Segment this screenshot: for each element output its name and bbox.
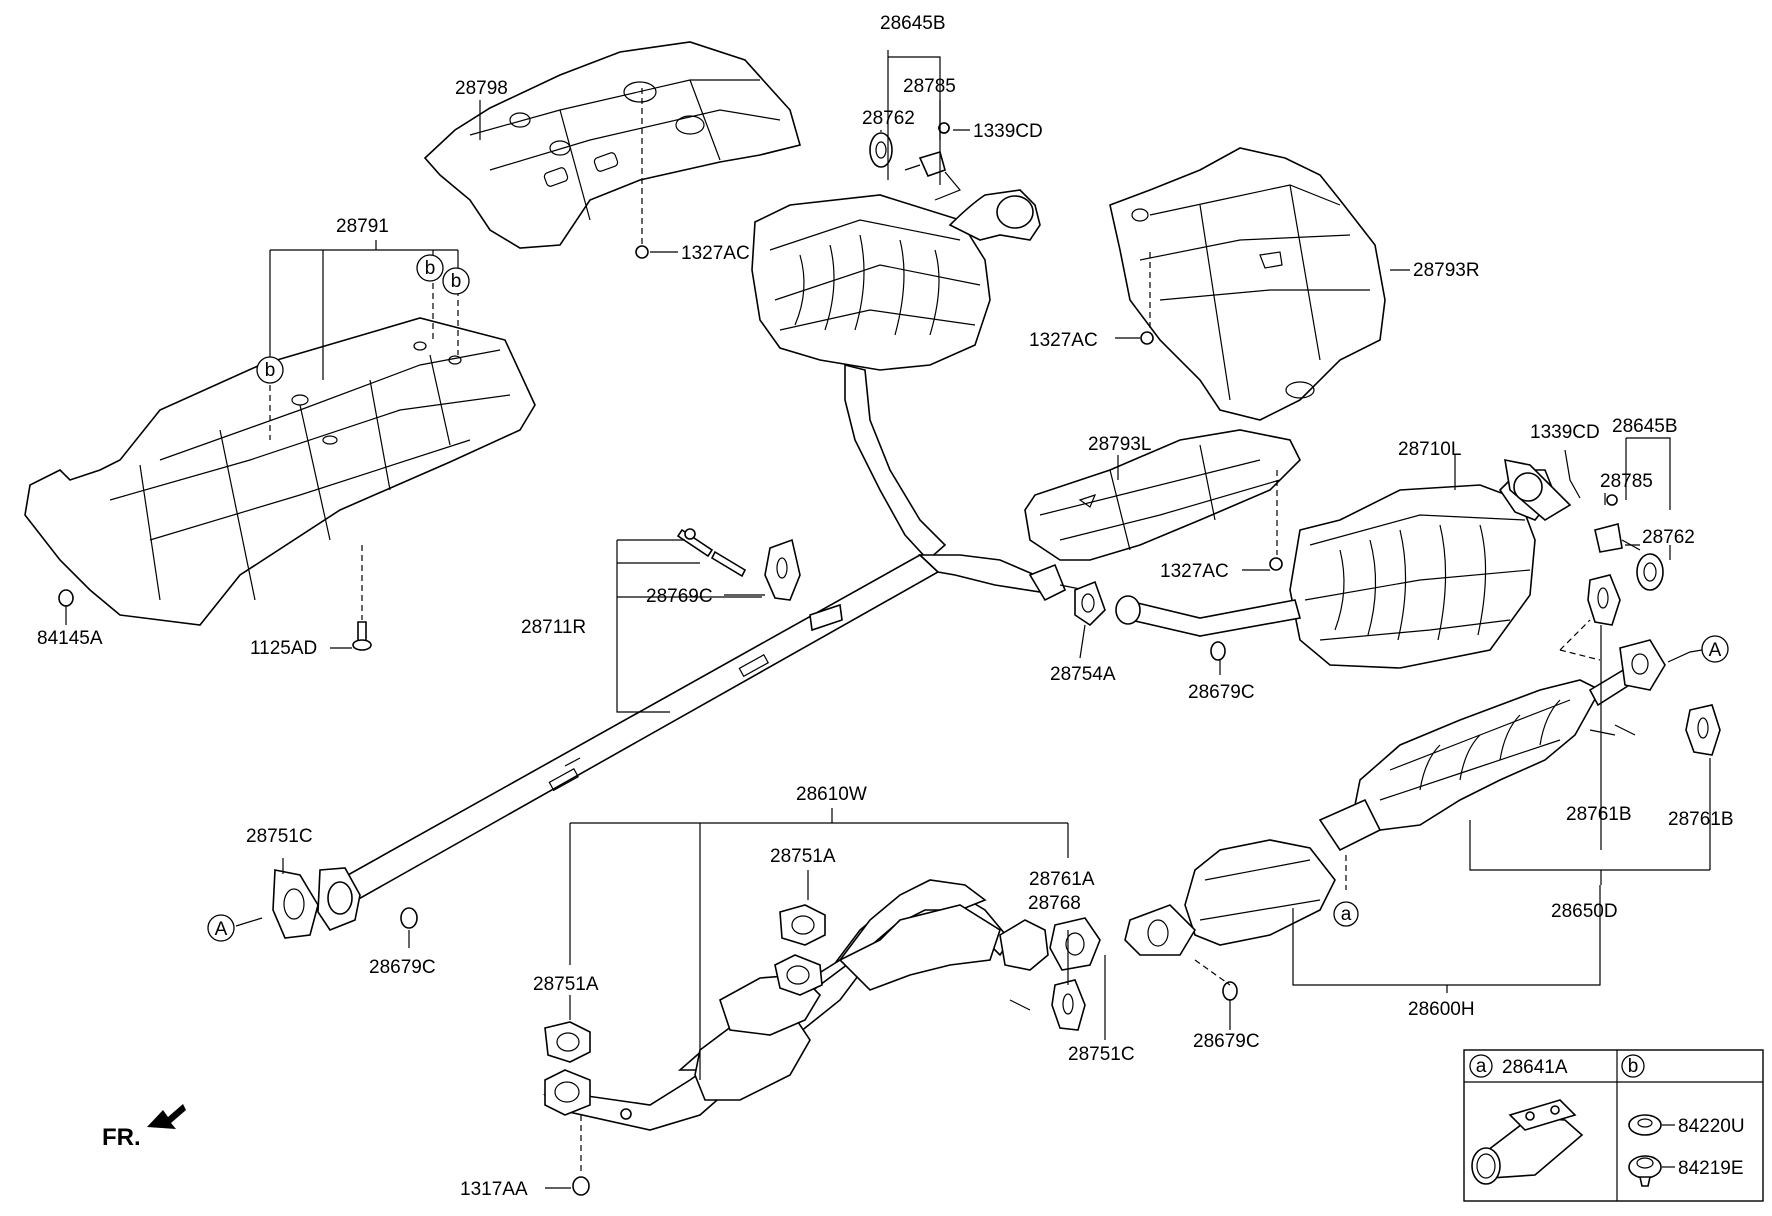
label-28679c-c: 28679C xyxy=(1193,1031,1260,1052)
label-28785-right: 28785 xyxy=(1600,471,1653,492)
callout-a-left: A xyxy=(207,914,235,942)
center-pipe-28711r xyxy=(317,554,1086,931)
svg-text:A: A xyxy=(1709,640,1722,661)
label-28793r: 28793R xyxy=(1413,260,1480,281)
label-28761b-b: 28761B xyxy=(1668,809,1734,830)
front-direction-indicator: FR. xyxy=(102,1104,186,1151)
callout-a-pipe: a xyxy=(1333,901,1359,927)
label-28751a-b: 28751A xyxy=(533,974,599,995)
hanger-rubber-28761a xyxy=(1051,979,1086,1031)
svg-text:b: b xyxy=(425,258,436,279)
label-28754a: 28754A xyxy=(1050,664,1116,685)
heat-shield-28791 xyxy=(24,317,536,626)
svg-text:a: a xyxy=(1341,904,1352,925)
hanger-rubber-28762-top xyxy=(869,122,961,201)
callout-a-right: A xyxy=(1701,635,1729,663)
label-28785-top: 28785 xyxy=(903,76,956,97)
svg-text:b: b xyxy=(451,271,462,292)
label-1339cd-top: 1339CD xyxy=(973,121,1043,142)
label-28679c-a: 28679C xyxy=(1188,682,1255,703)
catalyst-pipe-28650d xyxy=(1124,639,1666,956)
gasket-28754a xyxy=(1074,580,1106,627)
leader-lines xyxy=(65,50,1711,1189)
nut-1317aa xyxy=(572,1176,590,1196)
label-84145a: 84145A xyxy=(37,628,103,649)
callout-b2: b xyxy=(416,254,444,282)
label-1125ad: 1125AD xyxy=(250,638,317,659)
callout-b3: b xyxy=(442,267,470,295)
label-28710l: 28710L xyxy=(1398,439,1461,460)
label-28798: 28798 xyxy=(455,78,508,99)
svg-text:A: A xyxy=(215,919,228,940)
heat-shield-28793r xyxy=(1109,147,1386,421)
gasket-28751c-left xyxy=(272,869,319,939)
gasket-28751a-lower xyxy=(544,1021,591,1063)
heat-shield-28793l xyxy=(1024,429,1301,561)
nut-1339cd-top xyxy=(938,122,950,134)
label-28791: 28791 xyxy=(336,216,389,237)
legend-b-marker: b xyxy=(1628,1056,1639,1077)
bolt-1125ad xyxy=(352,621,372,651)
label-1339cd-right: 1339CD xyxy=(1530,422,1600,443)
label-1327ac-c: 1327AC xyxy=(1160,561,1229,582)
label-28761b-a: 28761B xyxy=(1566,804,1632,825)
clamp-28641a-image xyxy=(1471,1099,1584,1185)
nut-28679c-mid xyxy=(1210,641,1226,661)
nut-1327ac-a xyxy=(635,245,649,259)
label-28711r: 28711R xyxy=(521,617,586,638)
grommet-84219e-image xyxy=(1628,1155,1675,1187)
label-1327ac-a: 1327AC xyxy=(681,243,750,264)
label-28645b-top: 28645B xyxy=(880,13,946,34)
nut-28679c-left xyxy=(400,907,418,929)
label-28793l: 28793L xyxy=(1088,434,1151,455)
label-28600h: 28600H xyxy=(1408,999,1475,1020)
svg-text:b: b xyxy=(265,360,276,381)
label-1317aa: 1317AA xyxy=(460,1179,528,1200)
muffler-28710l xyxy=(1115,458,1572,669)
nut-1327ac-b xyxy=(1140,331,1154,345)
legend-b-part1: 84220U xyxy=(1678,1116,1745,1137)
legend-a-part: 28641A xyxy=(1502,1057,1568,1078)
label-1327ac-b: 1327AC xyxy=(1029,330,1098,351)
hanger-rubber-28761b-b xyxy=(1685,704,1721,756)
legend-b-part2: 84219E xyxy=(1678,1158,1744,1179)
washer-84220u-image xyxy=(1628,1114,1675,1136)
label-28679c-b: 28679C xyxy=(369,957,436,978)
label-28762-top: 28762 xyxy=(862,108,915,129)
part-labels: 28645B 28785 28762 1339CD 28798 1327AC 2… xyxy=(37,13,1734,1200)
nut-1327ac-c xyxy=(1269,557,1283,571)
label-28762-right: 28762 xyxy=(1642,527,1695,548)
label-28761a: 28761A xyxy=(1029,869,1095,890)
legend-a-marker: a xyxy=(1476,1056,1487,1077)
legend-box: a 28641A b 84220U 84219E xyxy=(1463,1049,1764,1202)
label-28645b-right: 28645B xyxy=(1612,416,1678,437)
hanger-rubber-28762-right xyxy=(1636,553,1664,591)
heat-shield-28798 xyxy=(423,41,801,249)
label-28610w: 28610W xyxy=(796,784,867,805)
label-28650d: 28650D xyxy=(1551,901,1618,922)
hanger-28785-right xyxy=(1594,494,1641,553)
label-28751c-mid: 28751C xyxy=(1068,1044,1135,1065)
gasket-28751c-mid xyxy=(1049,917,1101,971)
label-28751a-a: 28751A xyxy=(770,846,836,867)
hanger-rubber-28761b-a xyxy=(1587,574,1621,626)
fr-label: FR. xyxy=(102,1124,141,1151)
front-pipe-28610w xyxy=(543,879,1049,1131)
muffler-upper xyxy=(751,189,1041,562)
label-28769c: 28769C xyxy=(646,586,713,607)
callout-b1: b xyxy=(256,356,284,384)
nut-84145a xyxy=(58,589,74,607)
label-28768: 28768 xyxy=(1028,893,1081,914)
gasket-28751a-upper xyxy=(779,904,826,946)
hanger-rubber-28769c xyxy=(676,528,801,601)
front-arrow-icon xyxy=(147,1104,186,1129)
label-28751c-left: 28751C xyxy=(246,826,313,847)
